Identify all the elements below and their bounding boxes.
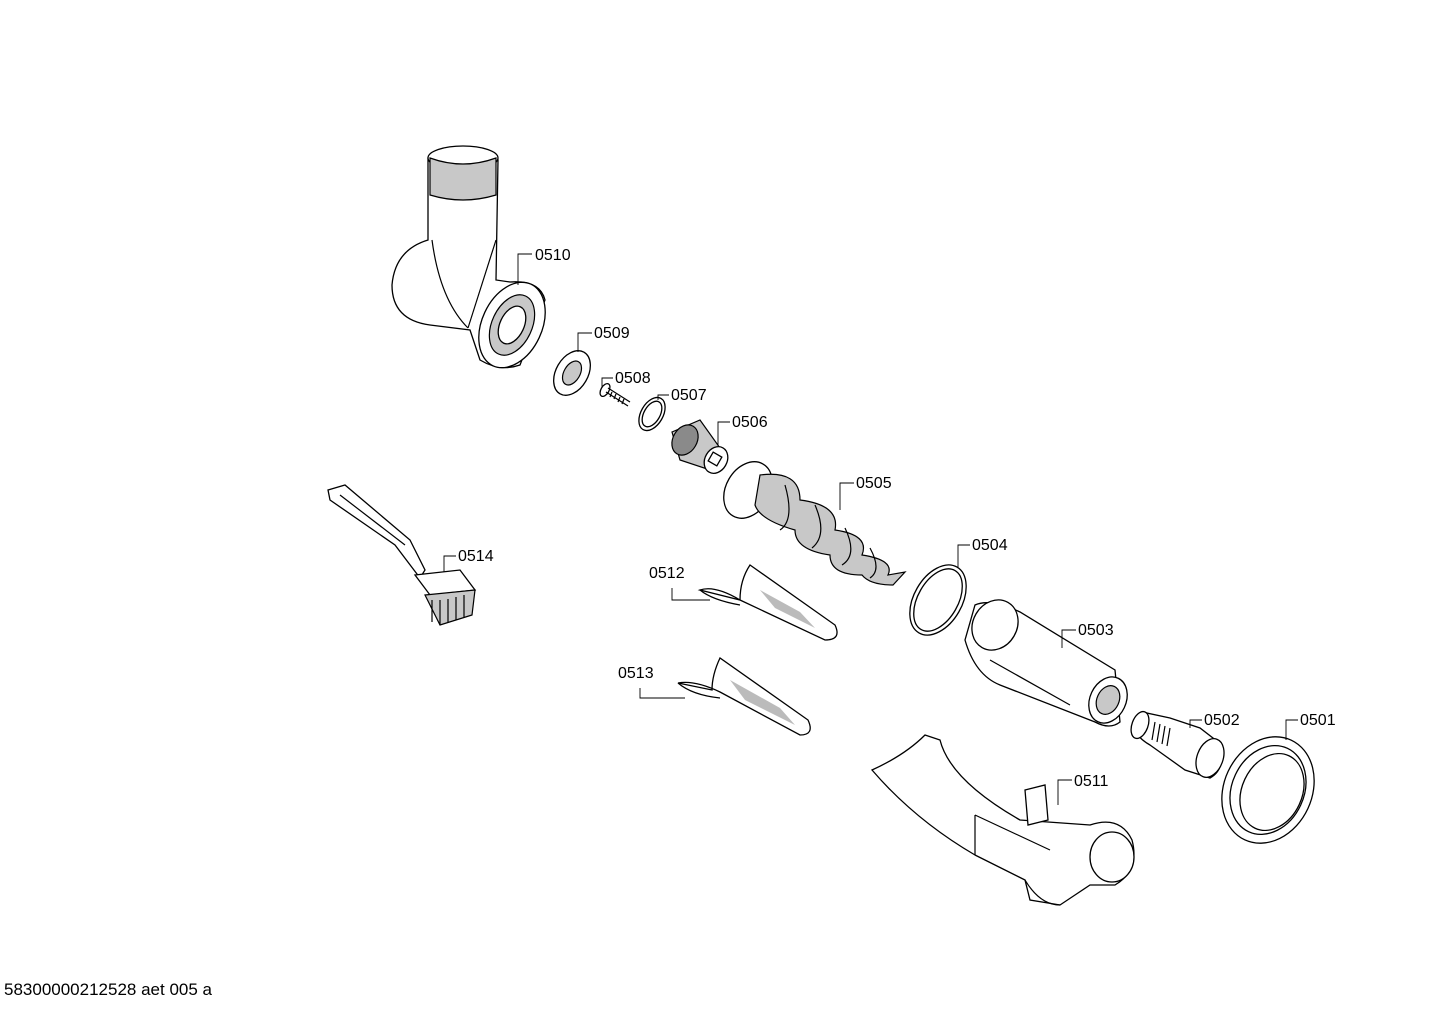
label-0504: 0504	[972, 537, 1008, 554]
label-0508: 0508	[615, 370, 651, 387]
part-0506-coupler	[671, 419, 729, 474]
part-0503-cone	[964, 599, 1128, 727]
part-0501-ring-nut	[1221, 736, 1315, 844]
label-0510: 0510	[535, 247, 571, 264]
label-0509: 0509	[594, 325, 630, 342]
part-0504-o-ring	[909, 564, 967, 636]
label-0503: 0503	[1078, 622, 1114, 639]
part-0512-grater	[697, 564, 838, 641]
label-0514: 0514	[458, 548, 494, 565]
label-0513: 0513	[618, 665, 654, 682]
label-0511: 0511	[1074, 773, 1109, 790]
label-0502: 0502	[1204, 712, 1240, 729]
part-0508-screw	[599, 382, 631, 407]
label-0512: 0512	[649, 565, 685, 582]
part-0510-housing	[391, 145, 546, 369]
part-0502-nozzle	[1130, 710, 1225, 779]
leader-lines	[443, 253, 1298, 805]
part-0513-grater	[677, 657, 811, 736]
part-0514-brush	[327, 484, 477, 626]
label-0506: 0506	[732, 414, 768, 431]
drawing-number: 58300000212528 aet 005 a	[4, 980, 212, 999]
label-0507: 0507	[671, 387, 707, 404]
part-0511-chute	[870, 734, 1135, 906]
part-0507-o-ring	[638, 396, 666, 432]
label-0505: 0505	[856, 475, 892, 492]
part-0509-washer	[553, 350, 591, 396]
label-0501: 0501	[1300, 712, 1336, 729]
part-0505-auger	[723, 461, 907, 586]
